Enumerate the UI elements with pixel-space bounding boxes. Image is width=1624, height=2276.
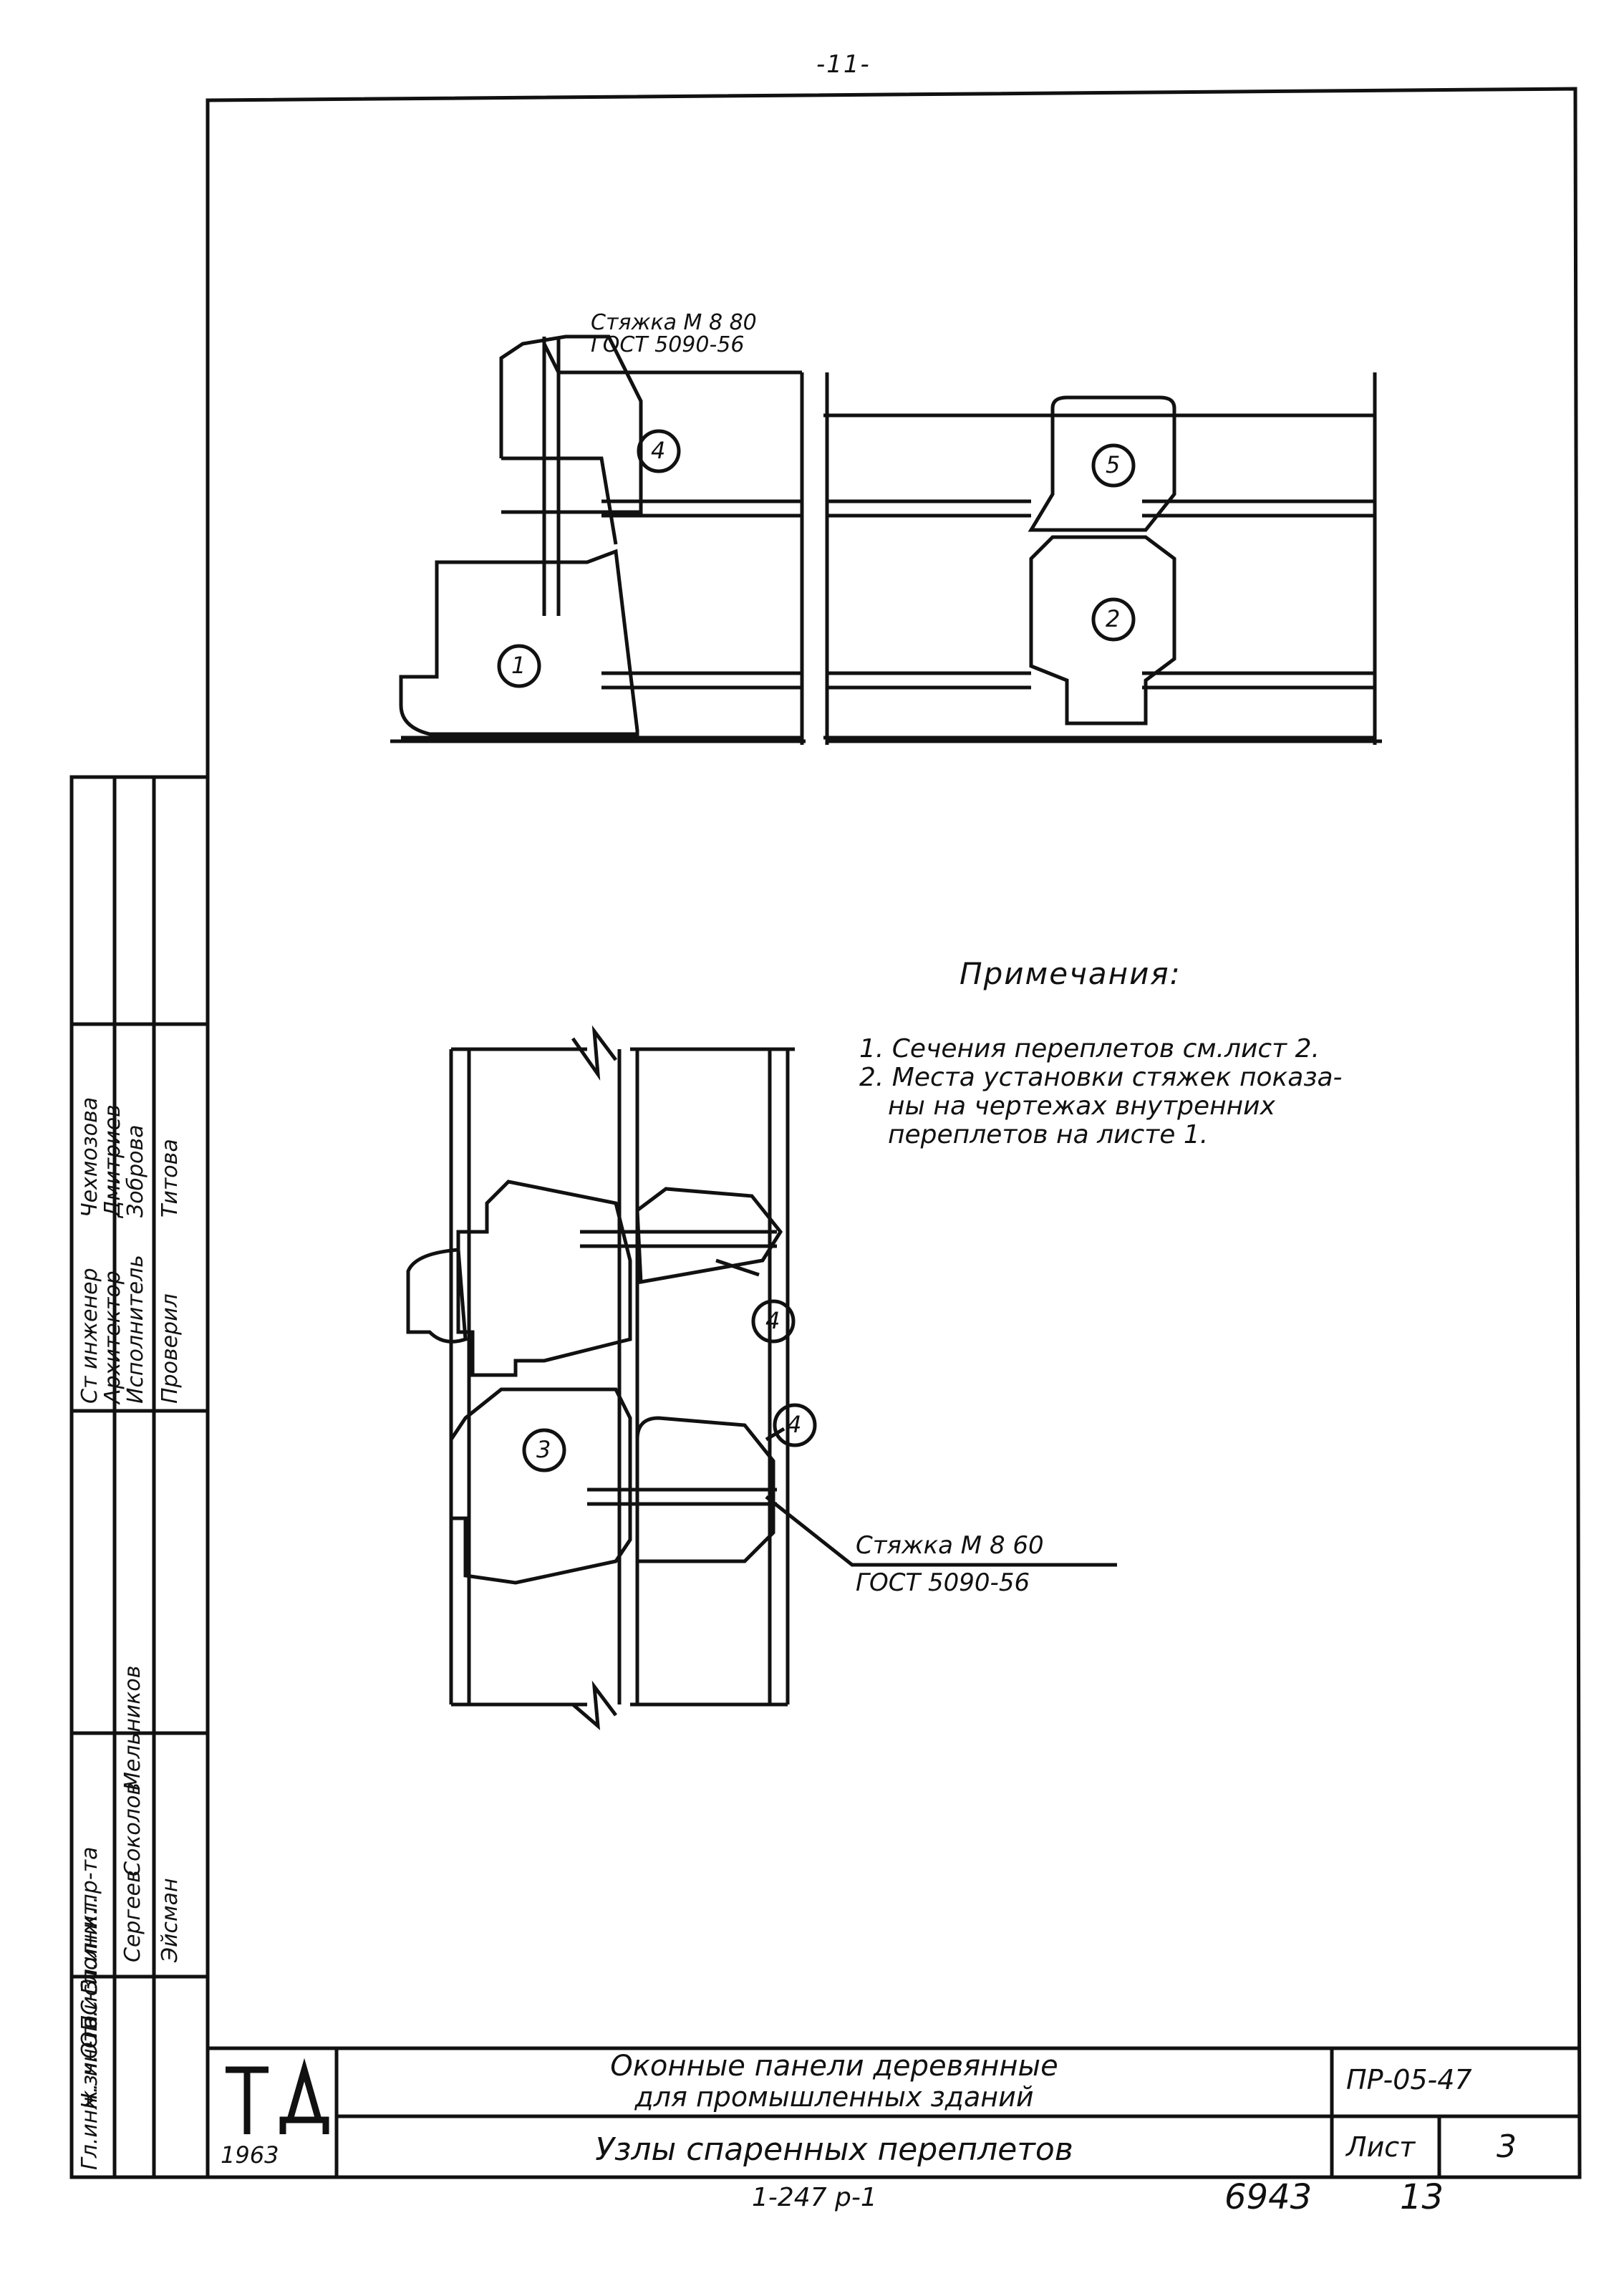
title-block-title-line2: для промышленных зданий	[634, 2081, 1034, 2113]
footer-series: 1-247 р-1	[752, 2183, 877, 2212]
stamp-name-right-2: Дмитриев	[100, 1104, 125, 1217]
bottom-callout-3: 3	[536, 1436, 551, 1463]
top-callout-4-circle	[637, 429, 681, 473]
top-section-drawing	[390, 334, 1382, 745]
top-callout-1-circle	[497, 644, 541, 688]
top-callout-5: 5	[1106, 451, 1121, 478]
note-item-3: ны на чертежах внутренних	[888, 1091, 1275, 1121]
stamp-name-right-4: Титова	[158, 1139, 183, 1217]
stamp-name-2: Соколов	[120, 1783, 145, 1876]
bottom-callout-4a-circle	[751, 1299, 796, 1344]
note-item-1: 1. Сечения переплетов см.лист 2.	[859, 1034, 1320, 1064]
note-item-4: переплетов на листе 1.	[888, 1120, 1209, 1149]
top-leader-label-line2: ГОСТ 5090-56	[591, 332, 745, 357]
stamp-role-right-1: Ст инженер	[77, 1268, 102, 1404]
title-block-doc-code: ПР-05-47	[1346, 2064, 1472, 2096]
top-callout-2-circle	[1091, 597, 1136, 642]
bottom-callout-3-circle	[522, 1428, 566, 1472]
logo-mark	[226, 2058, 329, 2134]
stamp-role-right-3: Исполнитель	[123, 1255, 148, 1404]
title-block-sheet-number: 3	[1497, 2128, 1517, 2165]
stamp-name-3: Мельников	[120, 1665, 145, 1790]
stamp-name-1: Сергеев	[120, 1870, 145, 1962]
notes-title: Примечания:	[960, 956, 1181, 991]
stamp-name-right-3: Зоброва	[123, 1124, 148, 1217]
stamp-role-right-2: Архитектор	[100, 1270, 125, 1404]
bottom-section-drawing	[406, 1025, 795, 1730]
stamp-name-right-1: Чехмозова	[77, 1096, 102, 1217]
footer-page: 13	[1400, 2177, 1444, 2217]
title-block-title-line1: Оконные панели деревянные	[610, 2050, 1058, 2083]
top-callout-2: 2	[1106, 605, 1121, 632]
title-block-subtitle: Узлы спаренных переплетов	[595, 2131, 1073, 2168]
bottom-leader-line	[765, 1495, 1117, 1567]
top-leader-label-line1: Стяжка М 8 80	[591, 310, 757, 335]
stamp-role-right-4: Проверил	[158, 1293, 183, 1404]
bottom-leader-label-line1: Стяжка М 8 60	[856, 1531, 1044, 1560]
top-leader-line	[542, 342, 798, 375]
stamp-role-4: Гл.инж.пр-та	[77, 1846, 102, 1995]
bottom-callout-4b-circle	[773, 1403, 817, 1447]
bottom-callout-4a: 4	[765, 1307, 780, 1334]
bottom-leader-label-line2: ГОСТ 5090-56	[856, 1568, 1030, 1597]
stamp-strip	[69, 775, 210, 2179]
callout-leader-a	[715, 1258, 760, 1277]
stamp-name-4: Эйсман	[158, 1878, 183, 1962]
top-callout-5-circle	[1091, 443, 1136, 488]
top-callout-1: 1	[511, 652, 526, 679]
note-item-2: 2. Места установки стяжек показа-	[859, 1063, 1343, 1092]
footer-inventory: 6943	[1224, 2177, 1313, 2217]
title-block-year: 1963	[221, 2141, 279, 2169]
bottom-callout-4b: 4	[787, 1411, 802, 1438]
title-block-sheet-label: Лист	[1346, 2131, 1416, 2163]
page-number: -11-	[816, 50, 871, 79]
top-callout-4: 4	[651, 437, 666, 464]
